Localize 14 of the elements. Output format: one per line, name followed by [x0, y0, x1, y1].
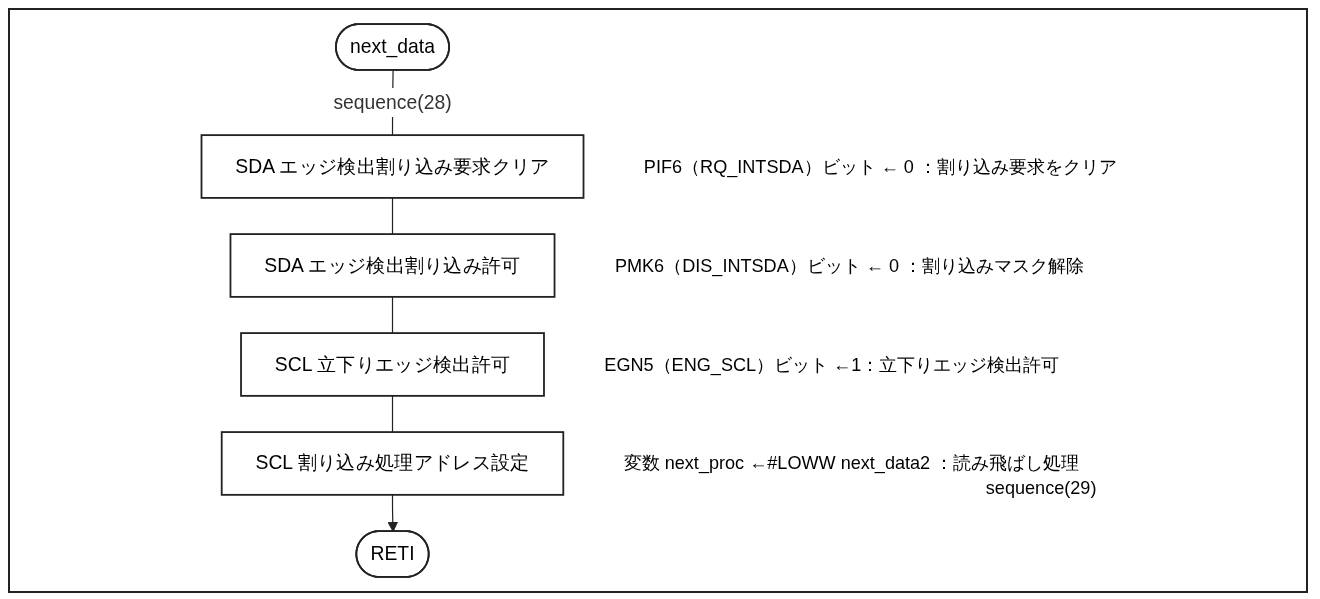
comment-text: PIF6（RQ_INTSDA）ビット ← 0 ：割り込み要求をクリア	[643, 156, 1117, 177]
connector	[391, 296, 394, 334]
node-box: SCL 立下りエッジ検出許可	[240, 332, 545, 397]
comment-text: EGN5（ENG_SCL）ビット ←1：立下りエッジ検出許可	[604, 354, 1060, 375]
connector	[391, 395, 394, 433]
connector	[391, 197, 394, 235]
node-box: SDA エッジ検出割り込み許可	[229, 233, 556, 298]
arrow	[387, 494, 399, 533]
edge-label: sequence(28)	[333, 91, 452, 113]
node-box: SDA エッジ検出割り込み要求クリア	[200, 134, 585, 199]
comment-text: PMK6（DIS_INTSDA）ビット ← 0 ：割り込みマスク解除	[614, 255, 1084, 276]
comment-text: sequence(29)	[985, 477, 1097, 498]
node-box: SCL 割り込み処理アドレス設定	[220, 431, 565, 496]
comment-text: 変数 next_proc ←#LOWW next_data2 ：読み飛ばし処理	[623, 453, 1080, 474]
